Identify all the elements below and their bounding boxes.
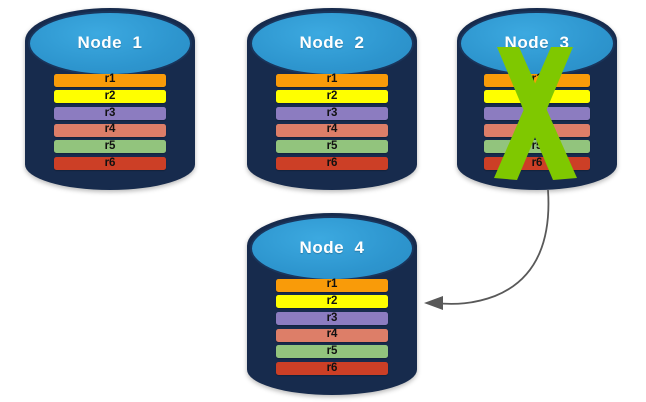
node-4-rows: r1 r2 r3 r4 r5 r6 xyxy=(275,278,389,375)
node-1[interactable]: Node 1 r1 r2 r3 r4 r5 r6 xyxy=(25,8,195,190)
cylinder-top-ellipse xyxy=(249,215,415,282)
row-r6[interactable]: r6 xyxy=(53,156,167,170)
row-r4[interactable]: r4 xyxy=(484,123,590,137)
row-r2[interactable]: r2 xyxy=(275,295,389,309)
row-r5[interactable]: r5 xyxy=(275,140,389,154)
row-r3[interactable]: r3 xyxy=(53,106,167,120)
cylinder-top-ellipse xyxy=(27,10,193,77)
row-r5[interactable]: r5 xyxy=(53,140,167,154)
row-r2[interactable]: r2 xyxy=(484,90,590,104)
row-r3[interactable]: r3 xyxy=(275,106,389,120)
row-r2[interactable]: r2 xyxy=(53,90,167,104)
row-r2[interactable]: r2 xyxy=(275,90,389,104)
node-4[interactable]: Node 4 r1 r2 r3 r4 r5 r6 xyxy=(247,213,417,395)
row-r1[interactable]: r1 xyxy=(275,73,389,87)
node-3[interactable]: Node 3 r1 r2 r3 r4 r5 r6 xyxy=(457,8,617,190)
row-r5[interactable]: r5 xyxy=(275,345,389,359)
row-r4[interactable]: r4 xyxy=(53,123,167,137)
row-r4[interactable]: r4 xyxy=(275,123,389,137)
row-r3[interactable]: r3 xyxy=(275,311,389,325)
cylinder-top-ellipse xyxy=(459,10,615,77)
node-1-rows: r1 r2 r3 r4 r5 r6 xyxy=(53,73,167,170)
row-r5[interactable]: r5 xyxy=(484,140,590,154)
row-r1[interactable]: r1 xyxy=(275,278,389,292)
row-r6[interactable]: r6 xyxy=(275,361,389,375)
row-r6[interactable]: r6 xyxy=(484,156,590,170)
row-r4[interactable]: r4 xyxy=(275,328,389,342)
row-r3[interactable]: r3 xyxy=(484,106,590,120)
node-2-rows: r1 r2 r3 r4 r5 r6 xyxy=(275,73,389,170)
row-r6[interactable]: r6 xyxy=(275,156,389,170)
node-2[interactable]: Node 2 r1 r2 r3 r4 r5 r6 xyxy=(247,8,417,190)
row-r1[interactable]: r1 xyxy=(53,73,167,87)
row-r1[interactable]: r1 xyxy=(484,73,590,87)
cylinder-top-ellipse xyxy=(249,10,415,77)
node-3-rows: r1 r2 r3 r4 r5 r6 xyxy=(484,73,590,170)
